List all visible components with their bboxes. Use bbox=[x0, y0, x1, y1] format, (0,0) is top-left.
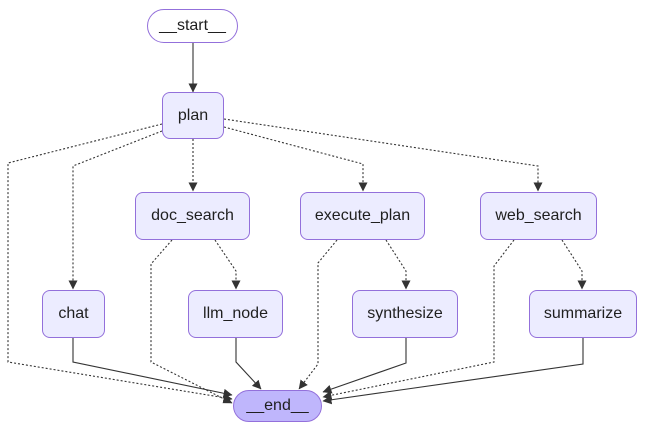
node-chat-label: chat bbox=[58, 305, 89, 322]
edge-synthesize-to-end bbox=[322, 338, 407, 394]
node-start: __start__ bbox=[147, 9, 238, 43]
node-end: __end__ bbox=[233, 390, 322, 422]
edge-doc_search-to-llm_node bbox=[214, 239, 241, 290]
node-llm-node-label: llm_node bbox=[203, 305, 268, 322]
node-chat: chat bbox=[42, 290, 105, 338]
edge-web_search-to-end bbox=[322, 239, 515, 400]
edge-llm_node-to-end bbox=[235, 338, 262, 390]
node-start-label: __start__ bbox=[159, 17, 226, 34]
edge-summarize-to-end bbox=[322, 338, 584, 405]
node-end-label: __end__ bbox=[246, 397, 309, 414]
node-llm-node: llm_node bbox=[188, 290, 283, 338]
edge-plan-to-end bbox=[7, 123, 233, 403]
edge-execute_plan-to-synthesize bbox=[385, 239, 411, 290]
edge-plan-to-web_search bbox=[223, 118, 543, 192]
node-web-search: web_search bbox=[480, 192, 597, 240]
node-synthesize: synthesize bbox=[352, 290, 458, 338]
node-plan-label: plan bbox=[177, 106, 209, 124]
edge-doc_search-to-end bbox=[150, 239, 233, 404]
node-plan: plan bbox=[162, 92, 224, 139]
edge-execute_plan-to-end bbox=[298, 239, 338, 390]
edge-chat-to-end bbox=[72, 338, 233, 398]
node-execute-plan-label: execute_plan bbox=[314, 207, 411, 224]
edge-plan-to-chat bbox=[68, 130, 163, 290]
node-summarize-label: summarize bbox=[543, 305, 623, 322]
node-doc-search-label: doc_search bbox=[151, 207, 234, 224]
node-doc-search: doc_search bbox=[135, 192, 250, 240]
node-web-search-label: web_search bbox=[495, 207, 582, 224]
edge-web_search-to-summarize bbox=[561, 239, 587, 290]
node-execute-plan: execute_plan bbox=[300, 192, 425, 240]
edge-plan-to-execute_plan bbox=[223, 126, 368, 192]
node-synthesize-label: synthesize bbox=[367, 305, 443, 322]
node-summarize: summarize bbox=[529, 290, 637, 338]
